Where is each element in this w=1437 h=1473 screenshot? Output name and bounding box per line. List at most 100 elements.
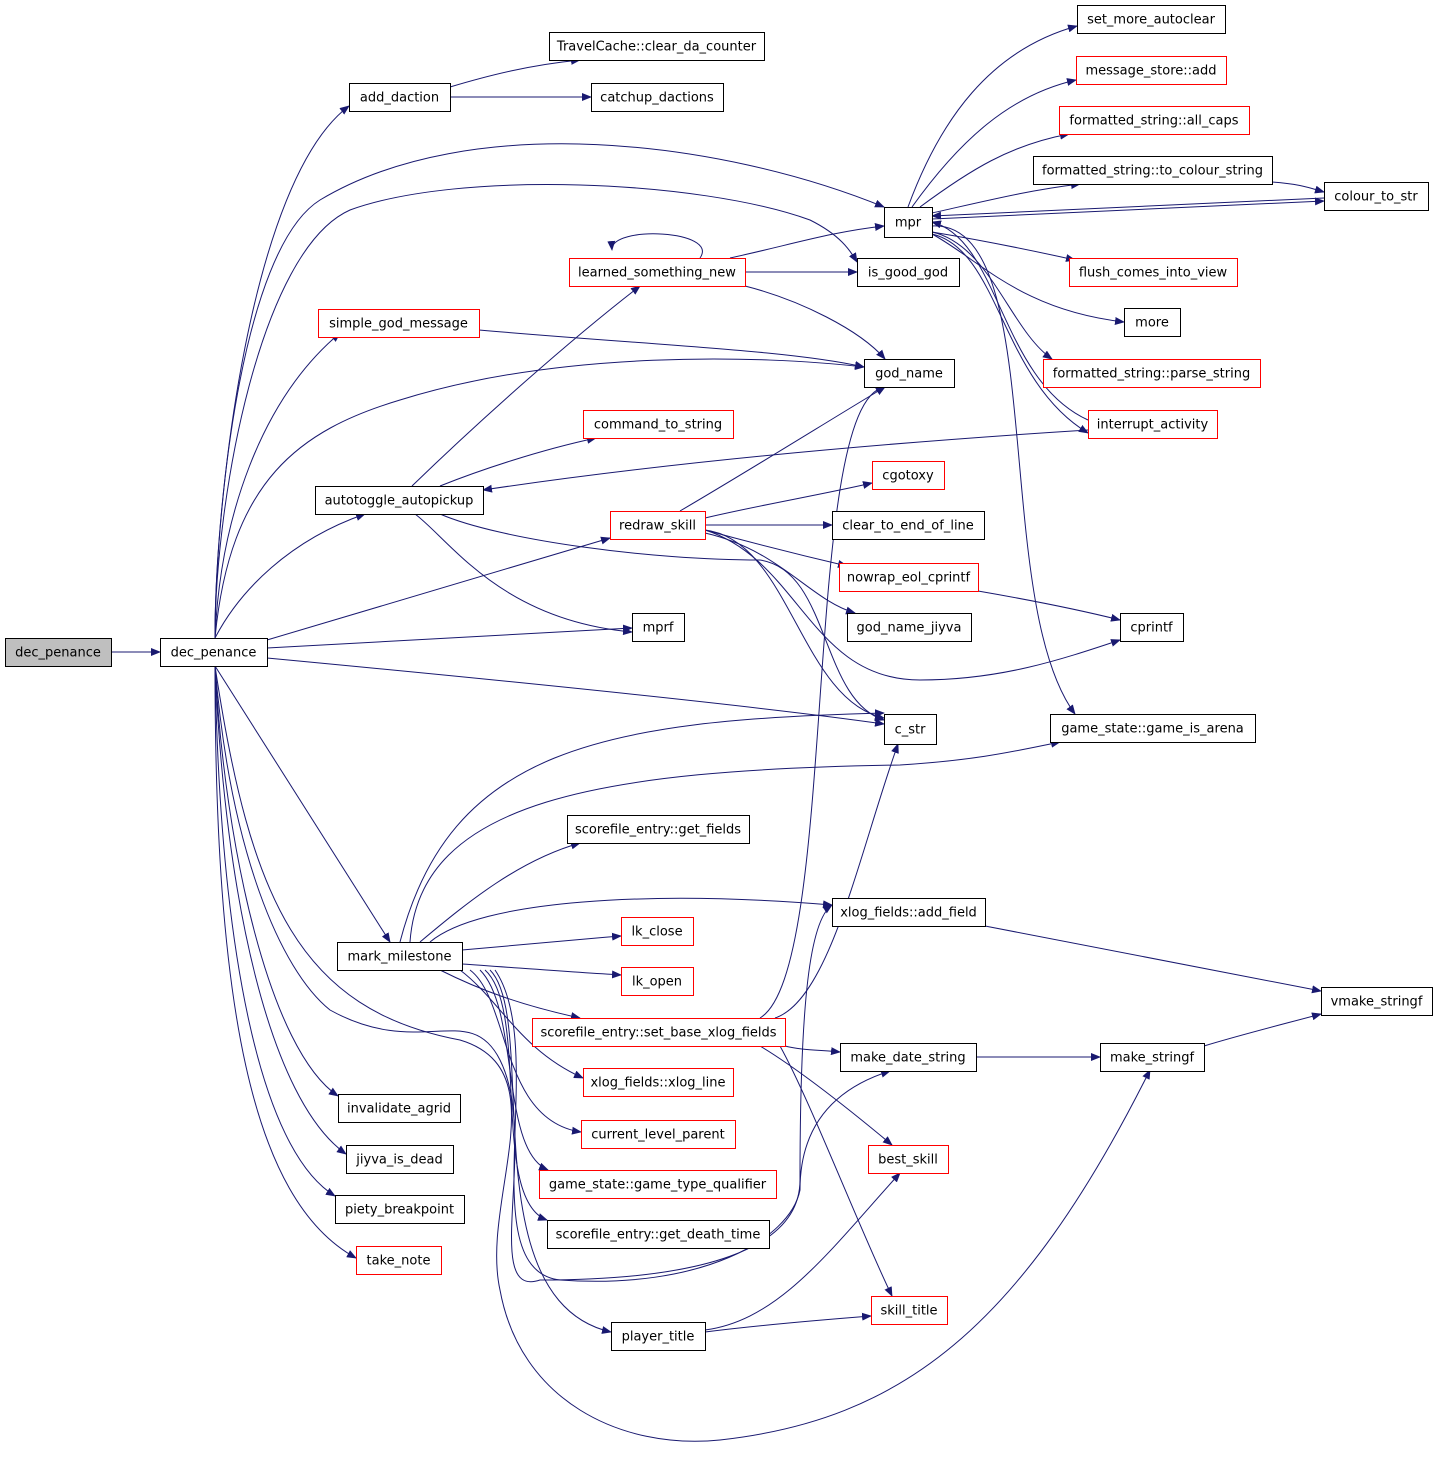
edge-mpr-to-colour_to_str bbox=[931, 197, 1325, 220]
edge-dec_penance-to-autotoggle_autopickup bbox=[214, 513, 366, 639]
edge-dec_penance-to-mpr bbox=[214, 143, 885, 639]
node-label: command_to_string bbox=[594, 418, 722, 433]
node-label: message_store::add bbox=[1085, 64, 1216, 79]
node-box bbox=[1033, 156, 1273, 185]
node-mpr[interactable]: mpr bbox=[884, 207, 933, 238]
node-label: god_name_jiyva bbox=[857, 621, 962, 636]
node-autotoggle-autopickup[interactable]: autotoggle_autopickup bbox=[315, 486, 484, 515]
node-skill-title[interactable]: skill_title bbox=[871, 1296, 948, 1325]
node-cgotoxy[interactable]: cgotoxy bbox=[872, 461, 945, 490]
node-fs-all-caps[interactable]: formatted_string::all_caps bbox=[1059, 106, 1250, 135]
node-label: clear_to_end_of_line bbox=[842, 519, 974, 534]
node-box bbox=[1124, 308, 1181, 337]
node-message-store-add[interactable]: message_store::add bbox=[1076, 56, 1227, 85]
edge-dec_penance-to-mark_milestone bbox=[214, 665, 391, 943]
edge-mark_milestone-to-se_set_base_xlog_fields bbox=[439, 969, 581, 1021]
node-box bbox=[1059, 106, 1250, 135]
edge-dec_penance-to-take_note bbox=[214, 665, 357, 1259]
node-current-level-parent[interactable]: current_level_parent bbox=[581, 1120, 736, 1149]
node-label: nowrap_eol_cprintf bbox=[847, 571, 971, 586]
node-box bbox=[160, 638, 268, 667]
node-box bbox=[832, 511, 985, 540]
node-label: dec_penance bbox=[171, 646, 257, 661]
node-label: game_state::game_type_qualifier bbox=[549, 1178, 767, 1193]
node-box bbox=[539, 1170, 777, 1199]
node-gs-game-type-qualifier[interactable]: game_state::game_type_qualifier bbox=[539, 1170, 777, 1199]
node-box bbox=[338, 1094, 461, 1123]
edge-mark_milestone-to-se_get_fields bbox=[419, 841, 581, 943]
node-box bbox=[1324, 182, 1429, 211]
node-lk-close[interactable]: lk_close bbox=[621, 917, 694, 946]
node-cprintf[interactable]: cprintf bbox=[1120, 613, 1184, 642]
node-box bbox=[621, 967, 694, 996]
node-redraw-skill[interactable]: redraw_skill bbox=[610, 511, 706, 540]
node-take-note[interactable]: take_note bbox=[356, 1246, 442, 1275]
node-gs-game-is-arena[interactable]: game_state::game_is_arena bbox=[1050, 714, 1256, 743]
node-mark-milestone[interactable]: mark_milestone bbox=[337, 942, 463, 971]
node-label: player_title bbox=[622, 1330, 695, 1345]
node-more[interactable]: more bbox=[1124, 308, 1181, 337]
node-lk-open[interactable]: lk_open bbox=[621, 967, 694, 996]
node-mprf[interactable]: mprf bbox=[632, 613, 685, 642]
node-nowrap-eol-cprintf[interactable]: nowrap_eol_cprintf bbox=[839, 563, 979, 592]
edge-mpr-to-message_store_add bbox=[911, 78, 1077, 208]
node-box bbox=[547, 1220, 770, 1249]
node-label: c_str bbox=[895, 723, 927, 738]
node-dec-penance-root[interactable]: dec_penance bbox=[5, 638, 112, 667]
node-piety-breakpoint[interactable]: piety_breakpoint bbox=[335, 1195, 465, 1224]
node-travelcache-clear[interactable]: TravelCache::clear_da_counter bbox=[549, 32, 765, 61]
edge-player_title-to-best_skill bbox=[704, 1172, 901, 1331]
edge-mpr-to-gs_game_is_arena bbox=[931, 225, 1076, 715]
node-vmake-stringf[interactable]: vmake_stringf bbox=[1321, 987, 1433, 1016]
edge-se_set_base_xlog_fields-to-best_skill bbox=[759, 1045, 893, 1146]
node-add-daction[interactable]: add_daction bbox=[349, 83, 451, 112]
node-xlog-add-field[interactable]: xlog_fields::add_field bbox=[832, 898, 986, 927]
node-make-stringf[interactable]: make_stringf bbox=[1100, 1043, 1205, 1072]
edge-redraw_skill-to-cprintf bbox=[704, 529, 1121, 681]
node-label: catchup_dactions bbox=[600, 91, 714, 106]
node-clear-to-end-of-line[interactable]: clear_to_end_of_line bbox=[832, 511, 985, 540]
edge-interrupt_activity-to-mpr bbox=[931, 220, 1089, 421]
node-box bbox=[621, 917, 694, 946]
node-se-get-fields[interactable]: scorefile_entry::get_fields bbox=[567, 815, 750, 844]
node-best-skill[interactable]: best_skill bbox=[868, 1145, 949, 1174]
node-colour-to-str[interactable]: colour_to_str bbox=[1324, 182, 1429, 211]
node-se-set-base-xlog-fields[interactable]: scorefile_entry::set_base_xlog_fields bbox=[532, 1018, 786, 1047]
node-label: game_state::game_is_arena bbox=[1061, 722, 1244, 737]
node-label: mprf bbox=[643, 621, 674, 636]
node-label: interrupt_activity bbox=[1097, 418, 1209, 433]
node-label: current_level_parent bbox=[591, 1128, 724, 1143]
node-simple-god-message[interactable]: simple_god_message bbox=[318, 309, 480, 338]
node-invalidate-agrid[interactable]: invalidate_agrid bbox=[338, 1094, 461, 1123]
edge-redraw_skill-to-nowrap_eol_cprintf bbox=[704, 529, 848, 568]
edge-redraw_skill-to-c_str bbox=[704, 529, 885, 721]
node-box bbox=[839, 563, 979, 592]
node-label: dec_penance bbox=[15, 646, 101, 661]
node-flush-comes-into-view[interactable]: flush_comes_into_view bbox=[1069, 258, 1238, 287]
node-command-to-string[interactable]: command_to_string bbox=[583, 410, 734, 439]
node-god-name-jiyva[interactable]: god_name_jiyva bbox=[847, 613, 972, 642]
edge-mark_milestone-to-make_date_string bbox=[494, 969, 891, 1282]
node-jiyva-is-dead[interactable]: jiyva_is_dead bbox=[346, 1145, 454, 1174]
node-interrupt-activity[interactable]: interrupt_activity bbox=[1088, 410, 1218, 439]
node-set-more-autoclear[interactable]: set_more_autoclear bbox=[1077, 5, 1226, 34]
node-dec-penance[interactable]: dec_penance bbox=[160, 638, 268, 667]
edge-dec_penance-to-make_stringf bbox=[214, 665, 1151, 1442]
node-catchup-dactions[interactable]: catchup_dactions bbox=[591, 83, 724, 112]
node-xlog-xlog-line[interactable]: xlog_fields::xlog_line bbox=[583, 1068, 734, 1097]
edge-mpr-to-interrupt_activity bbox=[931, 233, 1089, 434]
node-c-str[interactable]: c_str bbox=[884, 714, 937, 745]
node-make-date-string[interactable]: make_date_string bbox=[840, 1043, 977, 1072]
node-box bbox=[581, 1120, 736, 1149]
node-fs-parse-string[interactable]: formatted_string::parse_string bbox=[1043, 359, 1261, 388]
node-learned-something-new[interactable]: learned_something_new bbox=[569, 258, 746, 287]
edge-dec_penance-to-c_str bbox=[266, 657, 885, 727]
node-box bbox=[315, 486, 484, 515]
node-is-good-god[interactable]: is_good_god bbox=[857, 258, 960, 287]
node-se-get-death-time[interactable]: scorefile_entry::get_death_time bbox=[547, 1220, 770, 1249]
node-fs-to-colour-string[interactable]: formatted_string::to_colour_string bbox=[1033, 156, 1273, 185]
edge-learned_something_new-to-god_name bbox=[744, 285, 886, 360]
node-player-title[interactable]: player_title bbox=[611, 1322, 706, 1351]
node-label: colour_to_str bbox=[1334, 190, 1418, 205]
node-god-name[interactable]: god_name bbox=[864, 359, 955, 388]
